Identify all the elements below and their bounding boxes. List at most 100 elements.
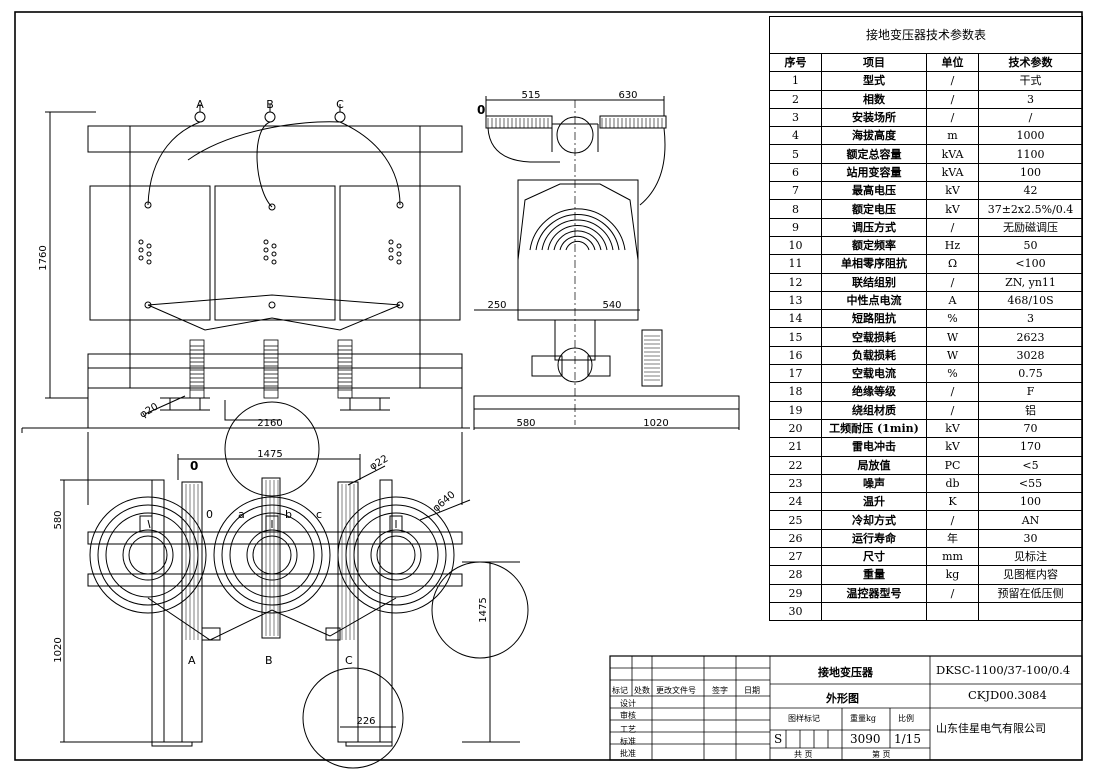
cell-value: 100 bbox=[977, 162, 1084, 183]
cell-item: 联结组别 bbox=[821, 272, 927, 292]
title-block: 标记 处数 更改文件号 签字 日期 设计 审核 工艺 标准 批准 接地变压器 外… bbox=[610, 656, 1082, 760]
cell-value: 170 bbox=[977, 437, 1084, 457]
cell-unit: K bbox=[926, 492, 979, 512]
cell-item: 重量 bbox=[821, 565, 927, 585]
front-phase-a: A bbox=[196, 98, 204, 111]
cell-value: 50 bbox=[977, 235, 1084, 256]
cell-unit: / bbox=[926, 107, 979, 128]
cell-unit: kV bbox=[926, 181, 979, 201]
cell-item: 调压方式 bbox=[821, 217, 927, 237]
cell-index: 16 bbox=[769, 345, 822, 366]
cell-item: 型式 bbox=[821, 71, 927, 91]
cell-index: 11 bbox=[769, 254, 822, 274]
cell-value bbox=[977, 601, 1084, 622]
cell-item: 雷电冲击 bbox=[821, 437, 927, 457]
cell-index: 3 bbox=[769, 107, 822, 128]
front-phase-b: B bbox=[266, 98, 274, 111]
cell-item: 空载损耗 bbox=[821, 327, 927, 347]
tb-weight-value: 3090 bbox=[850, 732, 881, 746]
plan-phase-c: C bbox=[345, 654, 353, 667]
cell-value: 468/10S bbox=[977, 290, 1084, 311]
tb-model: DKSC-1100/37-100/0.4 bbox=[936, 663, 1071, 677]
cell-index: 5 bbox=[769, 144, 822, 164]
cell-item: 安装场所 bbox=[821, 107, 927, 128]
cell-index: 12 bbox=[769, 272, 822, 292]
side-dim-top-right: 630 bbox=[618, 90, 637, 101]
cell-index: 28 bbox=[769, 565, 822, 585]
side-dim-bottom-right: 1020 bbox=[643, 418, 668, 429]
tb-role-process: 工艺 bbox=[620, 725, 636, 734]
cell-unit: W bbox=[926, 345, 979, 366]
cell-unit: / bbox=[926, 382, 979, 402]
cell-index: 25 bbox=[769, 510, 822, 530]
cell-index: 27 bbox=[769, 547, 822, 567]
tb-weight-label: 重量kg bbox=[850, 714, 876, 723]
cell-index: 26 bbox=[769, 528, 822, 549]
plan-view bbox=[60, 401, 529, 769]
cell-value: <5 bbox=[977, 455, 1084, 475]
cell-item: 海拔高度 bbox=[821, 126, 927, 146]
cell-index: 30 bbox=[769, 601, 822, 622]
cell-value: AN bbox=[977, 510, 1084, 530]
cell-value: 37±2x2.5%/0.4 bbox=[977, 199, 1084, 219]
tb-drawing-name: 外形图 bbox=[826, 692, 859, 705]
cell-index: 13 bbox=[769, 290, 822, 311]
side-neutral-label: 0 bbox=[477, 103, 485, 117]
tb-stage-label: 图样标记 bbox=[788, 714, 820, 723]
tb-rev-header-mark: 标记 bbox=[612, 686, 628, 695]
cell-item: 额定频率 bbox=[821, 235, 927, 256]
col-header-value: 技术参数 bbox=[977, 52, 1084, 73]
cell-value: F bbox=[977, 382, 1084, 402]
cell-item: 额定总容量 bbox=[821, 144, 927, 164]
cell-unit: % bbox=[926, 309, 979, 329]
tb-sheets-total: 共 页 bbox=[794, 750, 813, 759]
col-header-unit: 单位 bbox=[926, 52, 979, 73]
cell-index: 4 bbox=[769, 126, 822, 146]
cell-item: 短路阻抗 bbox=[821, 309, 927, 329]
cell-value: 30 bbox=[977, 528, 1084, 549]
cell-value: <100 bbox=[977, 254, 1084, 274]
cell-value: ZN, yn11 bbox=[977, 272, 1084, 292]
front-view bbox=[21, 104, 470, 433]
cell-index: 22 bbox=[769, 455, 822, 475]
cell-unit: A bbox=[926, 290, 979, 311]
cell-item: 中性点电流 bbox=[821, 290, 927, 311]
cell-unit: / bbox=[926, 71, 979, 91]
cell-value: 干式 bbox=[977, 71, 1084, 91]
cell-item: 相数 bbox=[821, 89, 927, 109]
tb-role-design: 设计 bbox=[620, 699, 636, 708]
cell-item: 最高电压 bbox=[821, 181, 927, 201]
cell-value: 铝 bbox=[977, 400, 1084, 420]
cell-value: / bbox=[977, 107, 1084, 128]
cell-unit: / bbox=[926, 272, 979, 292]
plan-dim-rail: 226 bbox=[356, 716, 375, 727]
tb-drawing-number: CKJD00.3084 bbox=[968, 688, 1047, 702]
cell-index: 6 bbox=[769, 162, 822, 183]
front-dim-height: 1760 bbox=[38, 245, 49, 270]
cell-index: 23 bbox=[769, 473, 822, 494]
tb-stage-value: S bbox=[774, 732, 783, 746]
cell-unit: Ω bbox=[926, 254, 979, 274]
plan-dim-right: 1475 bbox=[478, 597, 489, 622]
cell-index: 8 bbox=[769, 199, 822, 219]
cell-unit: / bbox=[926, 583, 979, 603]
cell-unit: mm bbox=[926, 547, 979, 567]
cell-item: 尺寸 bbox=[821, 547, 927, 567]
plan-lv-0: 0 bbox=[206, 508, 213, 521]
